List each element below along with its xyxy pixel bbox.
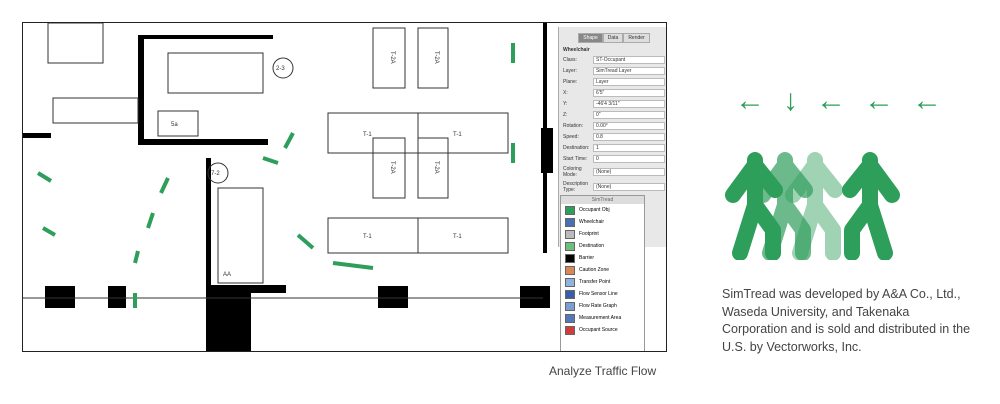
field-label: Description Type:	[563, 181, 589, 193]
cabinet-label: AA	[223, 272, 231, 278]
palette-tool-item[interactable]: Caution Zone	[561, 264, 644, 276]
palette-tool-item[interactable]: Flow Rate Graph	[561, 300, 644, 312]
field-label: Destination:	[563, 145, 590, 151]
tool-label: Flow Sensor Line	[579, 291, 618, 297]
arrow-down-icon: ↓	[783, 84, 798, 117]
person-icon	[793, 127, 835, 253]
field-label: Z:	[563, 112, 568, 118]
palette-tool-item[interactable]: Barrier	[561, 252, 644, 264]
tool-icon	[565, 253, 575, 263]
coloring-mode-select[interactable]: (None)	[593, 168, 665, 176]
x-input[interactable]: 6'5"	[593, 89, 665, 97]
tool-label: Caution Zone	[579, 267, 610, 273]
tool-label: Footprint	[579, 231, 599, 237]
arrow-left-icon: ←	[864, 84, 894, 117]
palette-title: SimTread	[561, 196, 644, 204]
arrow-left-icon: ←	[816, 84, 846, 117]
start-time-input[interactable]: 0	[593, 155, 665, 163]
person-icon	[850, 127, 892, 253]
tab-shape[interactable]: Shape	[578, 33, 603, 43]
desk-label: T-2A	[389, 161, 395, 174]
field-label: Plane:	[563, 79, 578, 85]
tool-label: Flow Rate Graph	[579, 303, 617, 309]
description-text: SimTread was developed by A&A Co., Ltd.,…	[722, 287, 971, 354]
speed-input[interactable]: 0.8	[593, 133, 665, 141]
object-title: Wheelchair	[563, 47, 590, 53]
floor-plan-screenshot: 5a 2-3 7-2 T-1 T-1 T-1 T-1 T-2A T-2A T-2…	[22, 22, 667, 352]
field-label: Y:	[563, 101, 568, 107]
tool-icon	[565, 241, 575, 251]
palette-tool-item[interactable]: Occupant Source	[561, 324, 644, 336]
tool-label: Transfer Point	[579, 279, 611, 285]
palette-tool-item[interactable]: Flow Sensor Line	[561, 288, 644, 300]
class-select[interactable]: ST-Occupant	[593, 56, 665, 64]
palette-tool-item[interactable]: Occupant Obj	[561, 204, 644, 216]
room-label: 5a	[171, 122, 178, 128]
field-label: Class:	[563, 57, 577, 63]
palette-tool-item[interactable]: Footprint	[561, 228, 644, 240]
palette-tool-item[interactable]: Measurement Area	[561, 312, 644, 324]
layer-select[interactable]: SimTread Layer	[593, 67, 665, 75]
tool-label: Occupant Obj	[579, 207, 610, 213]
field-label: Speed:	[563, 134, 579, 140]
destination-input[interactable]: 1	[593, 144, 665, 152]
field-label: Coloring Mode:	[563, 166, 582, 178]
palette-tool-item[interactable]: Wheelchair	[561, 216, 644, 228]
tool-label: Measurement Area	[579, 315, 622, 321]
field-label: Layer:	[563, 68, 577, 74]
door-label: 2-3	[276, 66, 285, 72]
tool-icon	[565, 205, 575, 215]
direction-arrows: ← ↓ ← ← ←	[735, 86, 942, 116]
palette-tool-item[interactable]: Transfer Point	[561, 276, 644, 288]
desk-label: T-1	[363, 234, 372, 240]
tool-label: Wheelchair	[579, 219, 605, 225]
desk-label: T-2A	[433, 51, 439, 64]
rotation-input[interactable]: 0.00°	[593, 122, 665, 130]
arrow-left-icon: ←	[735, 84, 765, 117]
desk-label: T-1	[453, 234, 462, 240]
tool-icon	[565, 289, 575, 299]
desk-label: T-1	[453, 132, 462, 138]
field-label: Start Time:	[563, 156, 588, 162]
flow-arrows	[36, 43, 515, 308]
desk-label: T-2A	[389, 51, 395, 64]
arrow-left-icon: ←	[912, 84, 942, 117]
y-input[interactable]: -46'4 3/11"	[593, 100, 665, 108]
tool-label: Occupant Source	[579, 327, 618, 333]
field-label: Rotation:	[563, 123, 584, 129]
z-input[interactable]: 0"	[593, 111, 665, 119]
tool-icon	[565, 301, 575, 311]
desk-label: T-2A	[433, 161, 439, 174]
palette-tool-item[interactable]: Destination	[561, 240, 644, 252]
tool-icon	[565, 217, 575, 227]
tool-icon	[565, 265, 575, 275]
desk-label: T-1	[363, 132, 372, 138]
field-label: X:	[563, 90, 568, 96]
tool-label: Barrier	[579, 255, 595, 261]
tool-icon	[565, 277, 575, 287]
tool-icon	[565, 313, 575, 323]
tool-icon	[565, 229, 575, 239]
description-type-select[interactable]: (None)	[593, 183, 665, 191]
walking-people-illustration	[700, 125, 960, 260]
floor-plan-drawing: 5a 2-3 7-2 T-1 T-1 T-1 T-1 T-2A T-2A T-2…	[23, 23, 553, 351]
plane-select[interactable]: Layer	[593, 78, 665, 86]
tab-data[interactable]: Data	[602, 33, 624, 43]
tool-label: Destination	[579, 243, 605, 249]
tab-render[interactable]: Render	[623, 33, 650, 43]
tool-icon	[565, 325, 575, 335]
caption: Analyze Traffic Flow	[549, 364, 657, 378]
door-label: 7-2	[211, 171, 220, 177]
